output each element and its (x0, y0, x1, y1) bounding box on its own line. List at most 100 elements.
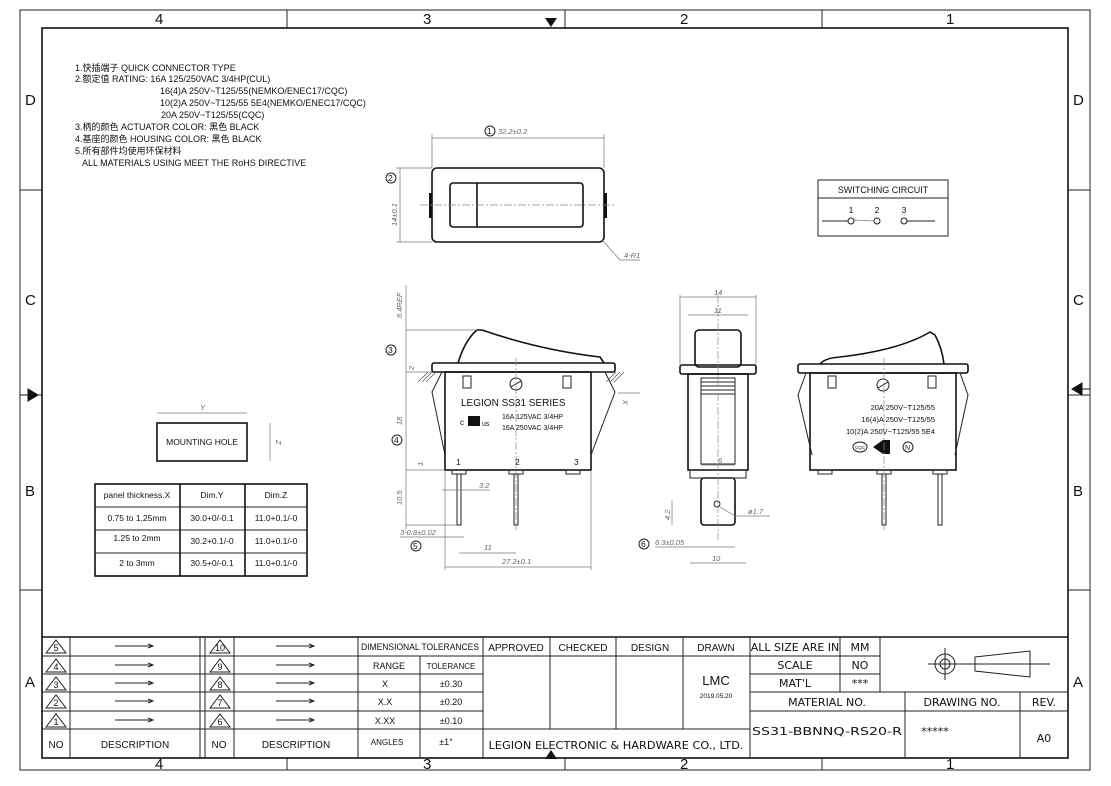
no-header: NO (49, 740, 64, 751)
revision-arrow-icon (115, 680, 155, 686)
dimension: 27.2±0.1 (501, 557, 531, 566)
column-label: 4 (155, 11, 163, 28)
material-label: MAT'L (779, 677, 812, 690)
revision-triangle-icon (208, 713, 232, 728)
dimension: 4.2 (663, 509, 672, 520)
tolerance-value: ±1° (439, 737, 453, 747)
centering-arrow-icon (1071, 382, 1090, 396)
dimension: 1 (416, 462, 425, 466)
dimension: ø1.7 (748, 507, 764, 516)
design-label: DESIGN (631, 643, 669, 654)
balloon-number: 4 (394, 435, 399, 445)
dimension: 14 (714, 288, 722, 297)
row-label: C (1073, 292, 1084, 309)
column-label: 3 (423, 11, 431, 28)
enec-mark-icon (873, 440, 890, 454)
note: 5.所有部件均使用环保材料 (75, 145, 182, 156)
revision-number: 1 (53, 717, 58, 727)
revision-triangle-icon (44, 694, 68, 709)
table-cell: 30.0+0/-0.1 (190, 513, 234, 523)
dimension: 2 (407, 365, 416, 371)
note: 4.基座的颜色 HOUSING COLOR: 黑色 BLACK (75, 133, 262, 144)
units-value: MM (851, 641, 870, 654)
rating: 20A 250V~T125/55 (871, 403, 935, 412)
revision-arrow-icon (276, 698, 316, 704)
revision-triangle-icon (44, 658, 68, 673)
drawing-no-value: ***** (921, 725, 949, 738)
revision-number: 9 (217, 662, 222, 672)
balloon-2 (385, 172, 397, 184)
revision-triangle-icon (208, 694, 232, 709)
table-cell: 0.75 to 1.25mm (107, 513, 166, 523)
mounting-hole: Y Z MOUNTING HOLE (156, 403, 283, 462)
pin-label: 2 (515, 457, 520, 467)
balloon-number: 5 (413, 541, 418, 551)
revision-arrow-icon (276, 717, 316, 723)
revision-number: 2 (53, 698, 58, 708)
cert-us: us (482, 421, 490, 428)
dimension: 6.3±0.05 (655, 538, 685, 547)
dimension-length: 32.2±0.2 (498, 127, 528, 136)
back-view: 20A 250V~T125/55 16(4)A 250V~T125/55 10(… (797, 331, 969, 530)
terminal-label: 2 (875, 205, 880, 215)
material-no-label: MATERIAL NO. (788, 696, 866, 709)
switching-circuit-title: SWITCHING CIRCUIT (838, 185, 929, 195)
revision-arrow-icon (115, 643, 155, 649)
balloon-1 (484, 125, 496, 137)
revision-number: 7 (217, 698, 222, 708)
nemko-mark: N (905, 445, 910, 452)
row-label: D (25, 92, 36, 109)
row-label: C (25, 292, 36, 309)
note: 20A 250V~T125/55(CQC) (161, 110, 264, 120)
drawn-date: 2019.05.20 (700, 693, 733, 700)
balloon-number: 3 (388, 345, 393, 355)
table-cell: 11.0+0.1/-0 (255, 558, 298, 568)
revision-triangle-icon (44, 639, 68, 654)
dimension: 3.2 (479, 481, 490, 490)
column-label: 2 (680, 756, 688, 773)
tolerance-value: ±0.20 (440, 697, 462, 707)
tolerance-value: ±0.30 (440, 679, 462, 689)
general-notes: 1.快插端子 QUICK CONNECTOR TYPE 2.额定值 RATING… (75, 62, 366, 168)
range-header: RANGE (373, 661, 405, 671)
row-label: B (25, 483, 35, 500)
column-label: 4 (155, 756, 163, 773)
tolerance-header: TOLERANCE (427, 662, 476, 671)
dimension-z: Z (274, 439, 283, 445)
column-label: 3 (423, 756, 431, 773)
row-label: B (1073, 483, 1083, 500)
approved-label: APPROVED (488, 643, 544, 654)
note: ALL MATERIALS USING MEET THE RoHS DIRECT… (82, 158, 306, 168)
centering-arrow-icon (545, 750, 557, 759)
cqc-mark: CQC (855, 445, 866, 450)
table-header: Dim.Z (265, 490, 288, 500)
units-label: ALL SIZE ARE IN (751, 641, 840, 654)
drawing-frame: 4 3 2 1 4 3 2 1 D C B A D C B A (19, 9, 1091, 773)
checked-label: CHECKED (559, 643, 608, 654)
cert-c: c (460, 418, 464, 427)
row-label: D (1073, 92, 1084, 109)
mounting-hole-table: panel thickness.X Dim.Y Dim.Z 0.75 to 1.… (94, 483, 308, 577)
centering-arrow-icon (545, 18, 557, 27)
table-cell: 1.25 to 2mm (113, 533, 160, 543)
description-header: DESCRIPTION (101, 740, 169, 751)
dimension: 6.4REF (395, 292, 404, 318)
revision-arrow-icon (276, 662, 316, 668)
pin-label: 3 (574, 457, 579, 467)
tolerance-range: X (382, 679, 388, 689)
tolerances-title: DIMENSIONAL TOLERANCES (361, 642, 479, 652)
table-cell: 11.0+0.1/-0 (255, 536, 298, 546)
table-cell: 2 to 3mm (119, 558, 154, 568)
revision-triangle-icon (208, 658, 232, 673)
mounting-hole-label: MOUNTING HOLE (166, 437, 238, 447)
dimension: 11 (484, 543, 492, 552)
material-no-value: SS31-BBNNQ-RS20-R (752, 725, 902, 738)
revision-arrow-icon (276, 643, 316, 649)
dimension: 10.5 (395, 490, 404, 505)
rating: 10(2)A 250V~T125/55 5E4 (846, 427, 935, 436)
rev-label: REV. (1032, 696, 1056, 709)
tolerance-range: ANGLES (371, 738, 403, 747)
dimension: 3-0.8±0.02 (400, 528, 437, 537)
